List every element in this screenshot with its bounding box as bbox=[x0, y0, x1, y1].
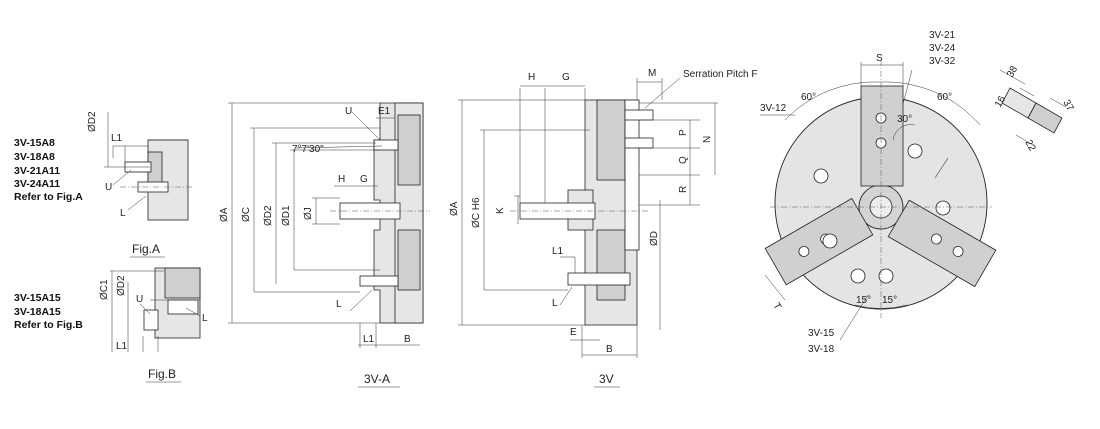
v3v-serration: Serration Pitch F bbox=[683, 69, 757, 80]
jaw-detail: 38 16 37 22 bbox=[993, 64, 1076, 154]
fig-b-model-1: 3V-15A15 bbox=[14, 292, 61, 304]
v3va-l1: L1 bbox=[363, 334, 375, 345]
fig-a-model-4: 3V-24A11 bbox=[14, 178, 60, 190]
v3va-l: L bbox=[336, 299, 342, 310]
v3va-oc: ØC bbox=[241, 207, 252, 222]
v3v-e: E bbox=[570, 327, 577, 338]
front-t: T bbox=[770, 301, 783, 312]
jaw-d38: 38 bbox=[1005, 64, 1020, 80]
v3v-caption: 3V bbox=[599, 372, 614, 386]
v3v-h: H bbox=[528, 72, 535, 83]
fig-a-model-3: 3V-21A11 bbox=[14, 165, 60, 177]
v3va-h: H bbox=[338, 174, 345, 185]
fig-a-l: L bbox=[120, 208, 126, 219]
front-model-bottom-2: 3V-18 bbox=[808, 344, 835, 355]
jaw-d22: 22 bbox=[1022, 138, 1037, 154]
fig-a-model-1: 3V-15A8 bbox=[14, 137, 55, 149]
v3v-m: M bbox=[648, 68, 656, 79]
front-view: S 3V-21 3V-24 3V-32 3V-12 60° 60° 30° T … bbox=[760, 30, 997, 355]
fig-b-oc1: ØC1 bbox=[99, 279, 110, 300]
front-angle-right: 60° bbox=[937, 92, 952, 103]
v3va-angle: 7°7'30" bbox=[292, 144, 324, 155]
v3v-k: K bbox=[495, 207, 506, 214]
jaw-d37: 37 bbox=[1060, 98, 1075, 114]
fig-a-refer: Refer to Fig.A bbox=[14, 191, 83, 203]
v3v-q: Q bbox=[678, 156, 689, 164]
front-angle-15b: 15° bbox=[882, 295, 897, 306]
v3va-u: U bbox=[345, 106, 352, 117]
front-model-left: 3V-12 bbox=[760, 103, 787, 114]
view-3v: ØA ØC H6 K ØD H G M Serration Pitch F P … bbox=[449, 68, 757, 388]
v3va-oa: ØA bbox=[219, 207, 230, 222]
v3va-b: B bbox=[404, 334, 411, 345]
fig-b-detail: ØC1 ØD2 U L L1 Fig.B bbox=[99, 267, 208, 383]
fig-a-od2: ØD2 bbox=[87, 111, 98, 132]
v3va-caption: 3V-A bbox=[364, 372, 390, 386]
fig-b-model-list: 3V-15A15 3V-18A15 Refer to Fig.B bbox=[14, 292, 83, 331]
front-angle-15a: 15° bbox=[856, 295, 871, 306]
v3va-od1: ØD1 bbox=[281, 205, 292, 226]
v3v-l1: L1 bbox=[552, 246, 564, 257]
fig-a-l1: L1 bbox=[111, 133, 123, 144]
fig-a-detail: ØD2 L1 U L Fig.A bbox=[87, 111, 192, 258]
front-model-top-2: 3V-24 bbox=[929, 43, 956, 54]
v3v-b: B bbox=[606, 344, 613, 355]
front-model-bottom-1: 3V-15 bbox=[808, 328, 835, 339]
v3v-l: L bbox=[552, 298, 558, 309]
fig-b-od2: ØD2 bbox=[116, 275, 127, 296]
v3v-n: N bbox=[702, 136, 713, 143]
front-model-top-1: 3V-21 bbox=[929, 30, 956, 41]
v3va-od2: ØD2 bbox=[263, 205, 274, 226]
v3v-od: ØD bbox=[649, 231, 660, 246]
front-model-top-3: 3V-32 bbox=[929, 56, 956, 67]
front-angle-left: 60° bbox=[801, 92, 816, 103]
fig-b-u: U bbox=[136, 294, 143, 305]
v3va-oj: ØJ bbox=[303, 207, 314, 220]
fig-b-l: L bbox=[202, 313, 208, 324]
v3va-g: G bbox=[360, 174, 368, 185]
fig-b-l1: L1 bbox=[116, 341, 128, 352]
fig-b-caption: Fig.B bbox=[148, 367, 176, 381]
v3v-p: P bbox=[678, 129, 689, 136]
fig-b-model-2: 3V-18A15 bbox=[14, 306, 61, 318]
fig-a-model-list: 3V-15A8 3V-18A8 3V-21A11 3V-24A11 Refer … bbox=[14, 137, 83, 203]
v3va-e1: E1 bbox=[378, 106, 391, 117]
v3v-r: R bbox=[678, 186, 689, 193]
v3v-och6: ØC H6 bbox=[471, 197, 482, 228]
v3v-oa: ØA bbox=[449, 201, 460, 216]
front-s: S bbox=[876, 53, 883, 64]
jaw-d16: 16 bbox=[993, 94, 1008, 110]
fig-a-caption: Fig.A bbox=[132, 242, 160, 256]
fig-a-u: U bbox=[105, 182, 112, 193]
view-3v-a: ØA ØC ØD2 ØD1 ØJ U E1 7°7'30" H G L L1 B… bbox=[219, 102, 430, 388]
fig-a-model-2: 3V-18A8 bbox=[14, 151, 55, 163]
front-angle-30: 30° bbox=[897, 114, 912, 125]
v3v-g: G bbox=[562, 72, 570, 83]
fig-b-refer: Refer to Fig.B bbox=[14, 319, 83, 331]
